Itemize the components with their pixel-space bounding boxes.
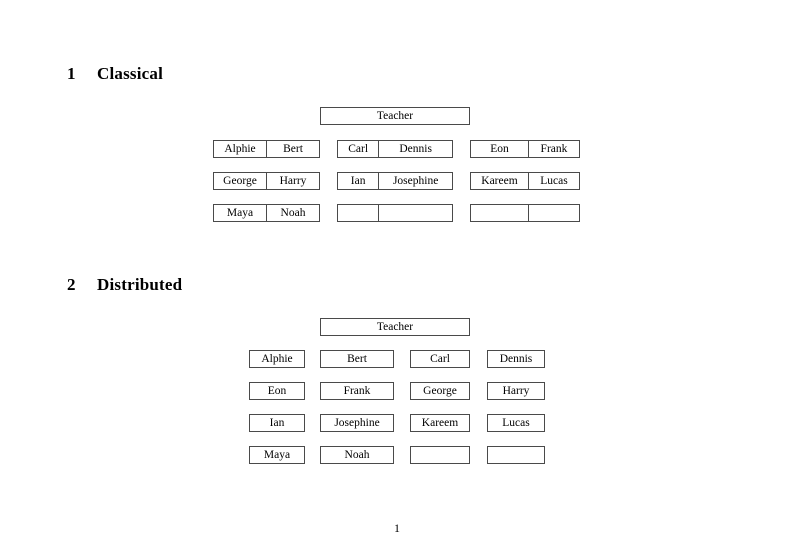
classical-group-2-row-1[interactable]: Carl Dennis: [337, 140, 453, 158]
distributed-teacher-box[interactable]: Teacher: [320, 318, 470, 336]
classical-cell[interactable]: Dennis: [378, 141, 452, 157]
distributed-cell[interactable]: Frank: [320, 382, 394, 400]
distributed-cell[interactable]: Josephine: [320, 414, 394, 432]
distributed-cell[interactable]: Harry: [487, 382, 545, 400]
classical-cell[interactable]: Maya: [226, 207, 254, 219]
classical-group-3-row-2[interactable]: Kareem Lucas: [470, 172, 580, 190]
distributed-cell[interactable]: Bert: [320, 350, 394, 368]
distributed-cell[interactable]: Dennis: [487, 350, 545, 368]
classical-group-1-row-1[interactable]: Alphie Bert: [213, 140, 320, 158]
classical-teacher-box[interactable]: Teacher: [320, 107, 470, 125]
classical-cell[interactable]: Frank: [527, 141, 579, 157]
distributed-cell[interactable]: Eon: [249, 382, 305, 400]
distributed-cell[interactable]: Lucas: [487, 414, 545, 432]
section-title: Distributed: [97, 275, 183, 294]
classical-group-2-row-2[interactable]: Ian Josephine: [337, 172, 453, 190]
distributed-cell[interactable]: [487, 446, 545, 464]
distributed-cell[interactable]: Alphie: [249, 350, 305, 368]
section-number: 2: [67, 275, 76, 294]
classical-cell[interactable]: Noah: [266, 205, 319, 221]
classical-cell[interactable]: [471, 205, 528, 221]
section-title: Classical: [97, 64, 164, 83]
classical-group-1-row-2[interactable]: George Harry: [213, 172, 320, 190]
classical-cell[interactable]: Bert: [266, 141, 319, 157]
classical-cell[interactable]: [378, 205, 452, 221]
classical-cell[interactable]: [527, 205, 579, 221]
distributed-cell[interactable]: Carl: [410, 350, 470, 368]
section-heading-classical: 1 Classical: [67, 64, 163, 84]
classical-group-3-row-3[interactable]: [470, 204, 580, 222]
distributed-cell[interactable]: Maya: [249, 446, 305, 464]
classical-group-3-row-1[interactable]: Eon Frank: [470, 140, 580, 158]
classical-cell[interactable]: George: [223, 175, 257, 187]
classical-cell[interactable]: Harry: [266, 173, 319, 189]
distributed-cell[interactable]: George: [410, 382, 470, 400]
classical-cell[interactable]: Eon: [490, 143, 509, 155]
section-number: 1: [67, 64, 76, 83]
section-heading-distributed: 2 Distributed: [67, 275, 182, 295]
classical-cell[interactable]: [338, 205, 378, 221]
distributed-cell[interactable]: [410, 446, 470, 464]
classical-cell[interactable]: Josephine: [378, 173, 452, 189]
distributed-cell[interactable]: Kareem: [410, 414, 470, 432]
classical-group-2-row-3[interactable]: [337, 204, 453, 222]
distributed-cell[interactable]: Noah: [320, 446, 394, 464]
classical-cell[interactable]: Lucas: [527, 173, 579, 189]
classical-cell[interactable]: Carl: [348, 143, 369, 155]
classical-cell[interactable]: Alphie: [224, 143, 256, 155]
classical-group-1-row-3[interactable]: Maya Noah: [213, 204, 320, 222]
classical-cell[interactable]: Ian: [350, 175, 366, 187]
page-number: 1: [394, 521, 400, 535]
classical-cell[interactable]: Kareem: [481, 175, 518, 187]
distributed-cell[interactable]: Ian: [249, 414, 305, 432]
